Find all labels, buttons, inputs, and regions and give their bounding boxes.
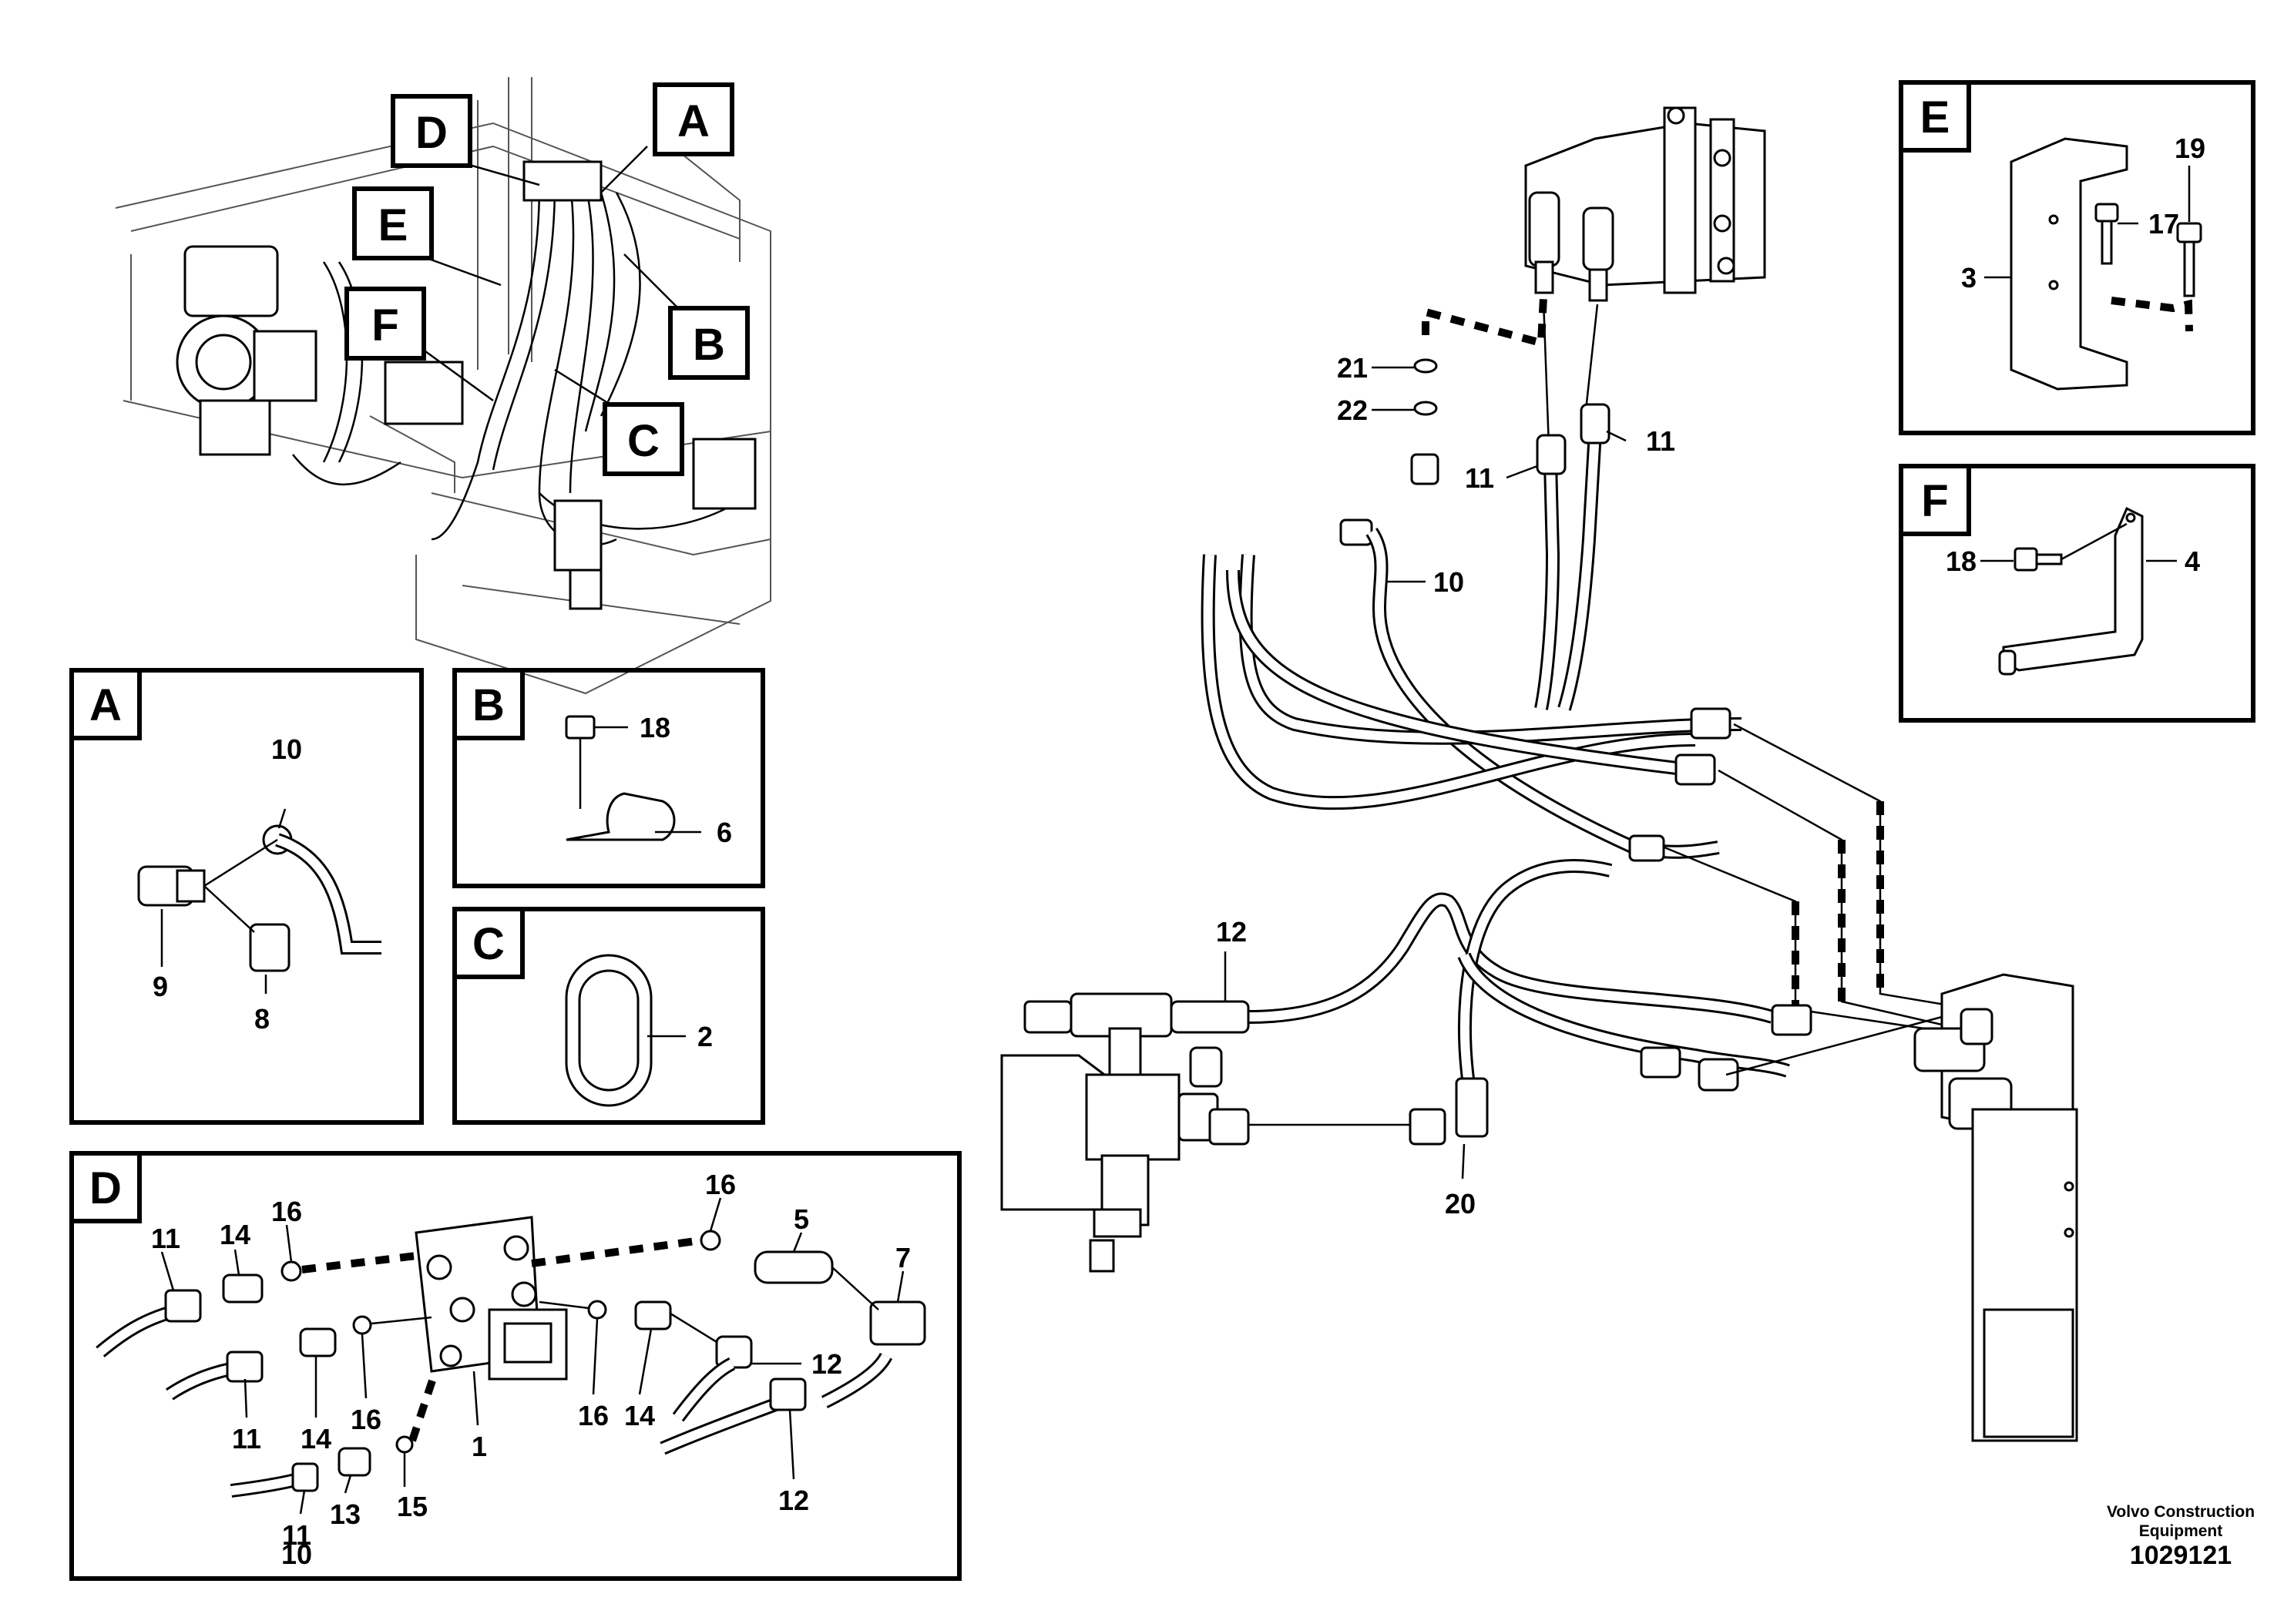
detail-box-b: B 18 6 <box>452 668 765 888</box>
detail-box-d-letter: D <box>89 1163 122 1213</box>
callout-d-14b: 14 <box>301 1423 331 1455</box>
callout-d-16a: 16 <box>271 1196 302 1227</box>
overview-tag-c-label: C <box>627 416 660 466</box>
detail-box-a-letter: A <box>89 680 122 730</box>
main-assembly: 21 22 11 11 10 <box>1000 106 2078 1442</box>
callout-a-9: 9 <box>153 971 168 1002</box>
callout-f-4: 4 <box>2185 545 2200 577</box>
detail-box-f: F 18 4 <box>1899 464 2255 723</box>
overview-tag-b-label: B <box>693 320 725 370</box>
callout-d-14c: 14 <box>624 1400 655 1431</box>
callout-11-left: 11 <box>1465 462 1494 494</box>
detail-box-e: E 3 17 19 <box>1899 80 2255 435</box>
callout-d-11b: 11 <box>232 1423 261 1455</box>
callout-d-14a: 14 <box>220 1219 250 1250</box>
callout-d-5: 5 <box>794 1203 809 1235</box>
callout-d-1: 1 <box>472 1431 487 1462</box>
callout-e-3: 3 <box>1961 262 1977 294</box>
callout-d-15: 15 <box>397 1491 428 1522</box>
detail-box-a: A 10 9 8 <box>69 668 424 1125</box>
detail-box-d: D <box>69 1151 962 1581</box>
callout-e-17: 17 <box>2148 208 2179 240</box>
callout-c-2: 2 <box>697 1021 713 1052</box>
overview-tag-f: F <box>344 287 426 361</box>
callout-d-10: 10 <box>281 1538 312 1570</box>
callout-d-11a: 11 <box>151 1223 180 1254</box>
callout-d-7: 7 <box>895 1242 911 1273</box>
callout-20: 20 <box>1445 1188 1476 1220</box>
callout-d-16d: 16 <box>578 1400 609 1431</box>
overview-tag-a: A <box>653 82 734 156</box>
callout-d-16b: 16 <box>705 1169 736 1200</box>
overview-tag-f-label: F <box>371 300 398 351</box>
callout-22: 22 <box>1337 394 1368 426</box>
callout-b-6: 6 <box>717 817 732 848</box>
overview-tag-d: D <box>391 94 472 168</box>
detail-box-b-letter: B <box>472 680 505 730</box>
callout-d-16c: 16 <box>351 1404 381 1435</box>
callout-a-10: 10 <box>271 733 302 765</box>
detail-box-c: C 2 <box>452 907 765 1125</box>
overview-tag-a-label: A <box>677 96 710 146</box>
overview-tag-d-label: D <box>415 108 448 158</box>
callout-d-12b: 12 <box>778 1485 809 1516</box>
callout-b-18: 18 <box>640 712 670 743</box>
overview-tag-c: C <box>603 402 684 476</box>
callout-10-main: 10 <box>1433 566 1464 598</box>
overview-tag-e: E <box>352 186 434 260</box>
manufacturer-credit: Volvo Construction Equipment <box>2081 1502 2281 1541</box>
callout-d-12a: 12 <box>811 1348 842 1380</box>
overview-tag-b: B <box>668 306 750 380</box>
detail-box-e-letter: E <box>1920 92 1950 143</box>
credit-line-1: Volvo Construction <box>2106 1503 2255 1521</box>
callout-21: 21 <box>1337 352 1368 384</box>
overview-illustration: D A E B F C <box>115 77 771 695</box>
credit-line-2: Equipment <box>2138 1522 2223 1540</box>
callout-11-right: 11 <box>1646 425 1675 457</box>
overview-tag-e-label: E <box>378 200 408 250</box>
detail-box-f-letter: F <box>1921 476 1948 526</box>
callout-e-19: 19 <box>2175 133 2205 164</box>
callout-12-main: 12 <box>1216 916 1247 948</box>
callout-a-8: 8 <box>254 1003 270 1035</box>
callout-d-13: 13 <box>330 1498 361 1530</box>
callout-d-11c: 11 <box>282 1519 311 1551</box>
document-number: 1029121 <box>2129 1541 2232 1570</box>
callout-f-18: 18 <box>1946 545 1977 577</box>
detail-box-c-letter: C <box>472 919 505 969</box>
